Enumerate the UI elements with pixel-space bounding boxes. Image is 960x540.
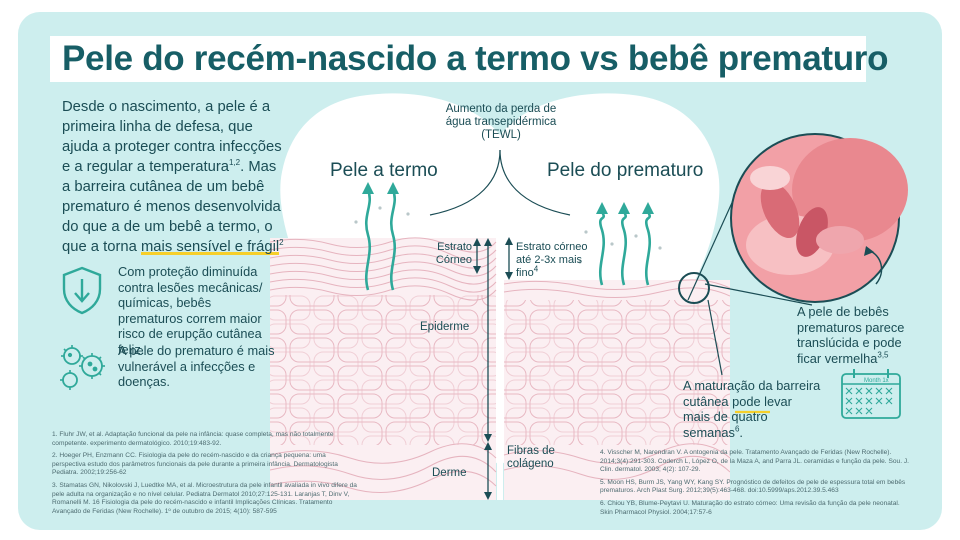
references-right: 4. Visscher M, Narendran V. A ontogenia … (600, 449, 909, 516)
intro-paragraph: Desde o nascimento, a pele é a primeira … (62, 99, 284, 255)
maturation-text: A maturação da barreira cutânea pode lev… (683, 378, 821, 440)
maturation-highlight: quatro semanas (683, 409, 768, 440)
derme-label: Derme (432, 467, 467, 479)
feature-vulnerable-text: A pele do prematuro é mais vulnerável a … (118, 343, 275, 389)
collagen-fibers-label: Fibras de colágeno (507, 445, 555, 470)
feature-protection-text: Com proteção diminuída contra lesões mec… (118, 264, 263, 357)
premature-skin-title: Pele do prematuro (547, 160, 704, 181)
virus-icon (60, 345, 105, 390)
tewl-label: Aumento da perda de água transepidérmica… (445, 103, 557, 141)
highlight-text: mais sensível e frágil (140, 239, 280, 255)
calendar-icon: Month 1x (841, 369, 901, 419)
title-background (50, 36, 866, 82)
references-left: 1. Fluhr JW, et al. Adaptação funcional … (52, 431, 357, 515)
calendar-month-label: Month 1x (864, 378, 889, 384)
page-title: Pele do recém-nascido a termo vs bebê pr… (62, 39, 889, 78)
shield-arrow-icon (62, 266, 102, 315)
epiderme-label: Epiderme (420, 321, 470, 333)
premature-baby-photo (730, 133, 908, 303)
term-skin-title: Pele a termo (330, 160, 438, 181)
term-water-loss-arrows (365, 189, 396, 291)
photo-caption: A pele de bebês prematuros parece transl… (797, 304, 905, 366)
estrato-premature-label: Estrato córneo até 2-3x mais fino4 (516, 241, 588, 279)
premature-water-loss-arrows (599, 211, 651, 286)
estrato-corneo-label: Estrato Córneo (435, 241, 472, 266)
